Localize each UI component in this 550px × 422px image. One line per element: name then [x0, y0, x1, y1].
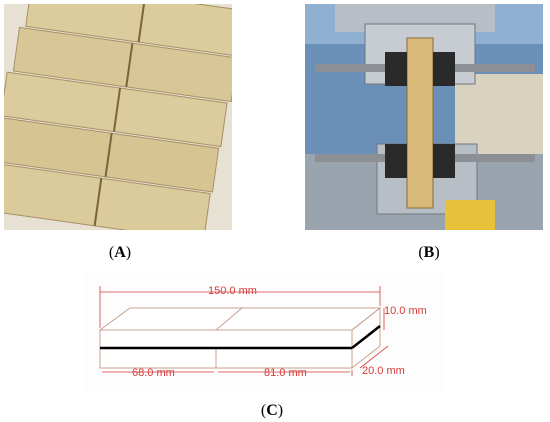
label-right-segment: 81.0 mm — [264, 367, 307, 379]
wood-specimens-illustration — [4, 4, 232, 230]
dim-line-width — [359, 345, 389, 369]
panel-label-b: (B) — [418, 244, 440, 261]
label-height: 10.0 mm — [384, 305, 427, 317]
specimen-dimension-drawing: 150.0 mm 10.0 mm 68.0 mm 81.0 mm 20.0 mm — [86, 272, 446, 392]
panel-label-a: (A) — [108, 244, 132, 261]
label-left-segment: 68.0 mm — [132, 367, 175, 379]
panel-label-c: (C) — [260, 402, 284, 419]
test-fixture-illustration — [305, 4, 543, 230]
label-total-length: 150.0 mm — [208, 285, 257, 297]
photo-wood-specimens — [4, 4, 232, 230]
photo-test-fixture — [305, 4, 543, 230]
label-width: 20.0 mm — [362, 365, 405, 377]
specimen-block — [98, 307, 382, 369]
